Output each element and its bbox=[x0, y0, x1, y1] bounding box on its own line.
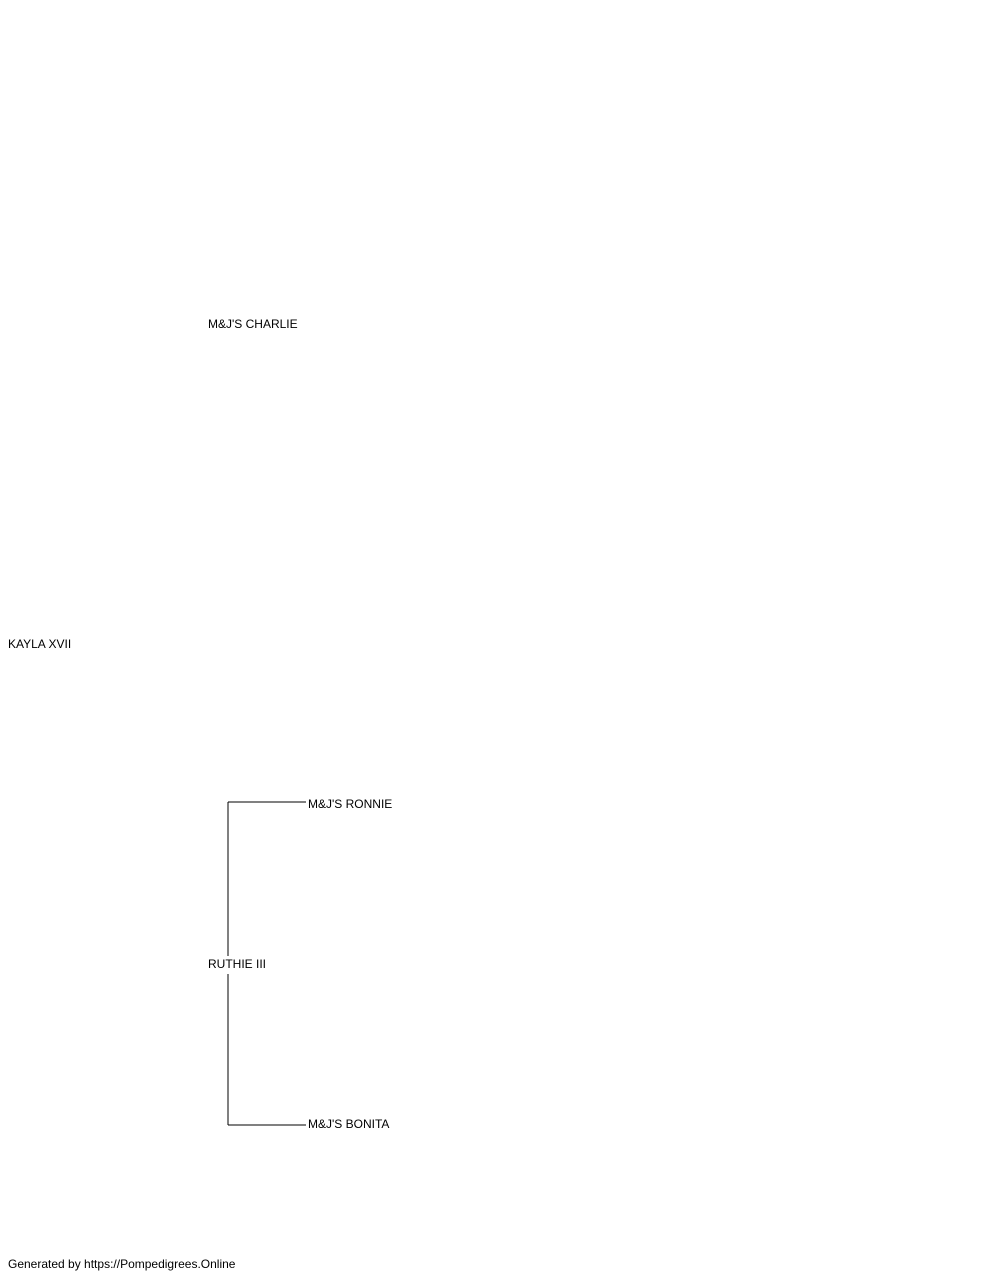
dam-name: RUTHIE III bbox=[208, 957, 267, 971]
generator-footer: Generated by https://Pompedigrees.Online bbox=[8, 1257, 236, 1271]
subject-name: KAYLA XVII bbox=[8, 637, 72, 651]
dam-sire-name: M&J'S RONNIE bbox=[308, 797, 393, 811]
sire-name: M&J'S CHARLIE bbox=[208, 317, 298, 331]
dam-dam-name: M&J'S BONITA bbox=[308, 1117, 390, 1131]
